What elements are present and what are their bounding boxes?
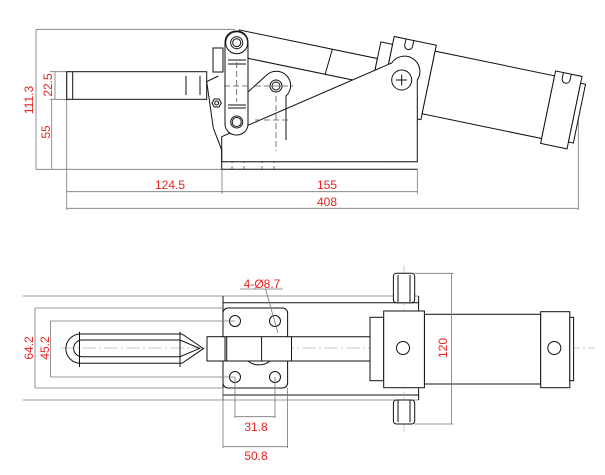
top-dimension-lines [34, 272, 454, 448]
bracket-body [206, 55, 421, 170]
dim-handle-height: 22.5 [41, 73, 55, 97]
plunger-bar [206, 336, 370, 366]
dim-overall-height: 111.3 [22, 86, 36, 115]
hex-nut-icon [211, 98, 222, 108]
dim-base-height: 55 [39, 125, 53, 139]
dim-outer-width: 64.2 [22, 336, 36, 360]
handle-bar [66, 71, 208, 100]
handle-top [65, 331, 205, 367]
pin-top [392, 272, 416, 304]
dim-holes-label: 4-Ø8.7 [244, 277, 281, 291]
side-view: 111.3 22.5 55 124.5 155 408 [22, 28, 587, 210]
pin-bottom [392, 399, 416, 425]
linkage-arm [211, 30, 249, 136]
air-cylinder-top [369, 310, 575, 389]
dim-hole-spacing-y: 45.2 [38, 336, 52, 360]
slot-icon [404, 38, 415, 51]
dim-hole-spacing-x: 31.8 [244, 420, 268, 434]
dim-handle-length: 124.5 [155, 178, 185, 192]
top-view: 4-Ø8.7 64.2 45.2 120 31.8 50.8 [22, 265, 595, 463]
dim-plate-width: 50.8 [244, 449, 268, 463]
crosshair-icon [396, 74, 407, 86]
pivot-pin [391, 69, 413, 91]
slot-icon [561, 72, 572, 84]
dim-cylinder-width: 120 [436, 338, 450, 358]
dim-overall-length: 408 [317, 195, 337, 209]
dim-base-length: 155 [317, 178, 337, 192]
